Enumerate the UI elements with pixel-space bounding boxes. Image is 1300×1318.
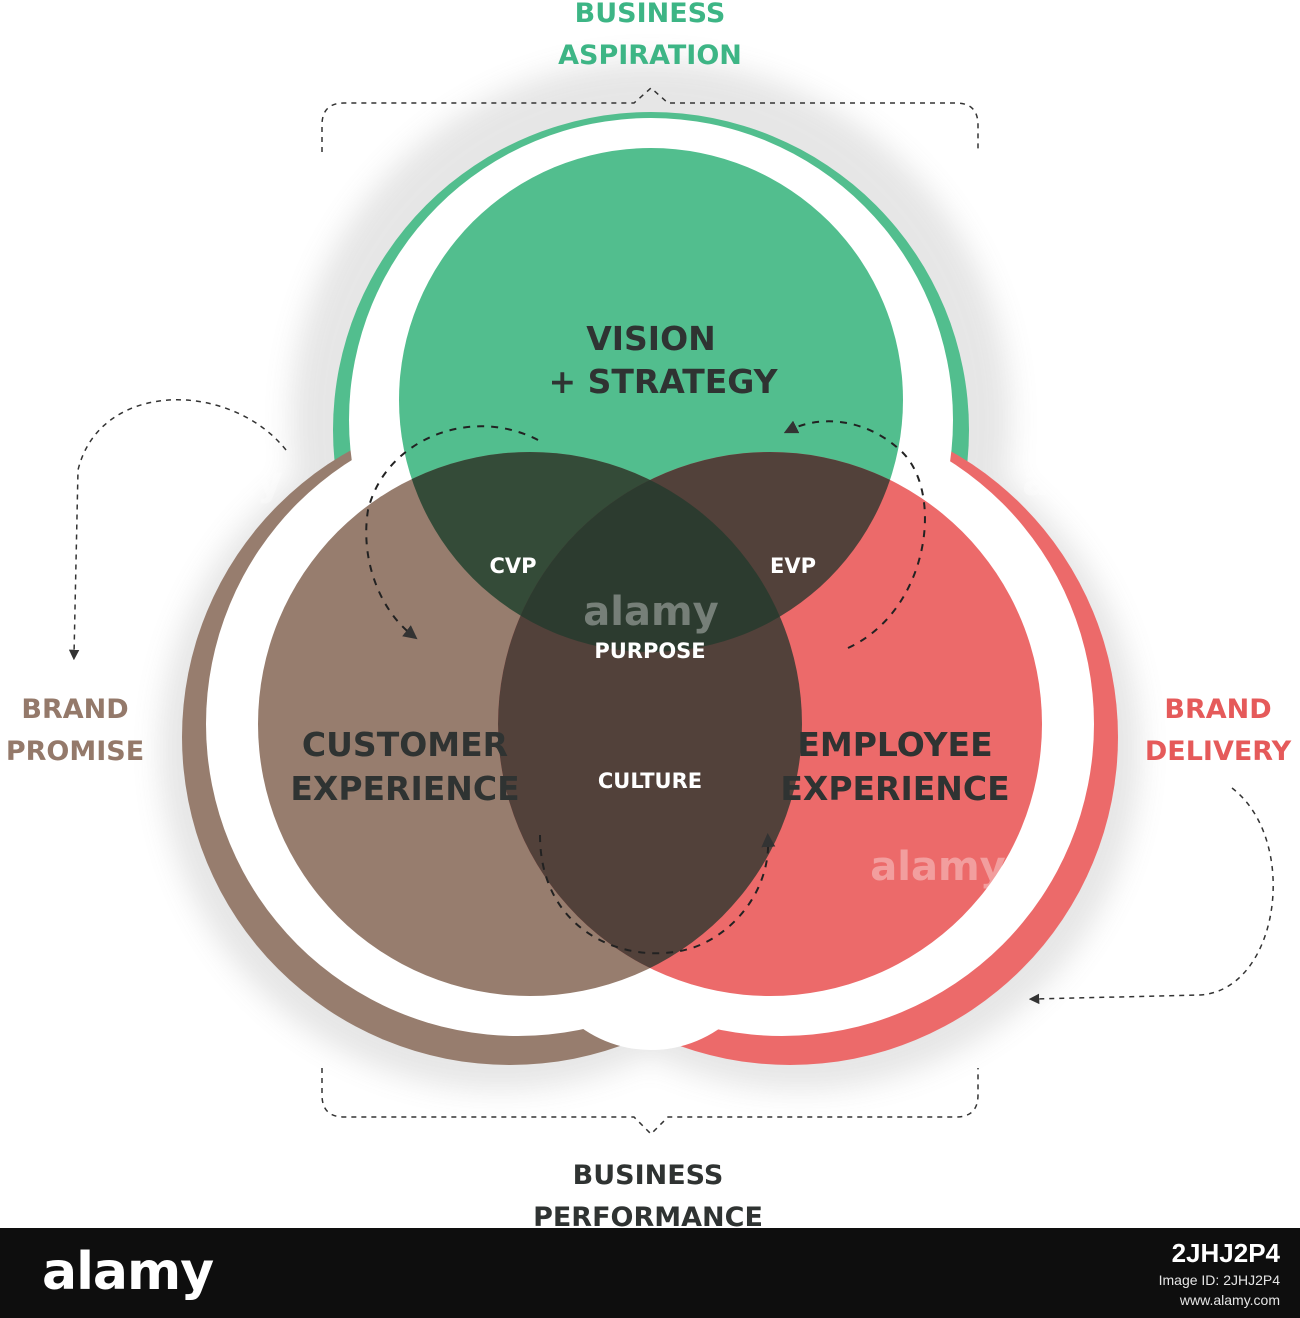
vision-title-line2: + STRATEGY <box>548 362 778 401</box>
brand-promise-line2: PROMISE <box>6 736 144 767</box>
watermark-right-edge: alamy <box>1022 459 1157 505</box>
brand-delivery-line2: DELIVERY <box>1145 736 1292 767</box>
brand-delivery-line1: BRAND <box>1164 694 1271 725</box>
customer-title-line1: CUSTOMER <box>302 725 508 764</box>
culture-label: CULTURE <box>598 769 702 793</box>
business-aspiration-line1: BUSINESS <box>575 0 726 29</box>
brand-delivery-arrow <box>1028 787 1274 1005</box>
vision-title-line1: VISION <box>586 319 716 358</box>
cycle-arrow-bottom <box>539 833 776 955</box>
business-performance-line1: BUSINESS <box>573 1160 724 1191</box>
brand-promise-line1: BRAND <box>21 694 128 725</box>
watermark-right: alamy <box>870 844 1005 890</box>
stock-footer: alamy 2JHJ2P4 Image ID: 2JHJ2P4 www.alam… <box>0 1228 1300 1318</box>
evp-label: EVP <box>770 554 816 578</box>
cvp-label: CVP <box>489 554 536 578</box>
cycle-arrow-left <box>365 425 539 640</box>
image-info: 2JHJ2P4 Image ID: 2JHJ2P4 www.alamy.com <box>1040 1236 1280 1310</box>
employee-title-line1: EMPLOYEE <box>797 725 992 764</box>
customer-title-line2: EXPERIENCE <box>290 769 519 808</box>
watermark-center: alamy <box>583 589 718 635</box>
brand-promise-arrow <box>68 399 287 661</box>
venn-diagram: BUSINESS ASPIRATION BUSINESS PERFORMANCE… <box>6 0 1292 1228</box>
business-aspiration-line2: ASPIRATION <box>558 40 742 71</box>
purpose-label: PURPOSE <box>594 639 705 663</box>
bottom-bracket <box>321 1068 979 1136</box>
business-performance-line2: PERFORMANCE <box>533 1202 763 1228</box>
image-id: 2JHJ2P4 <box>1171 1238 1280 1268</box>
watermark-top: alamy <box>147 459 282 505</box>
top-bracket <box>321 86 979 152</box>
cycle-arrow-right <box>783 420 926 649</box>
site-url: www.alamy.com <box>1179 1292 1280 1308</box>
image-id-label: Image ID: 2JHJ2P4 <box>1158 1272 1280 1288</box>
alamy-logo: alamy <box>42 1242 214 1302</box>
purpose-overlap <box>498 452 802 652</box>
employee-title-line2: EXPERIENCE <box>780 769 1009 808</box>
